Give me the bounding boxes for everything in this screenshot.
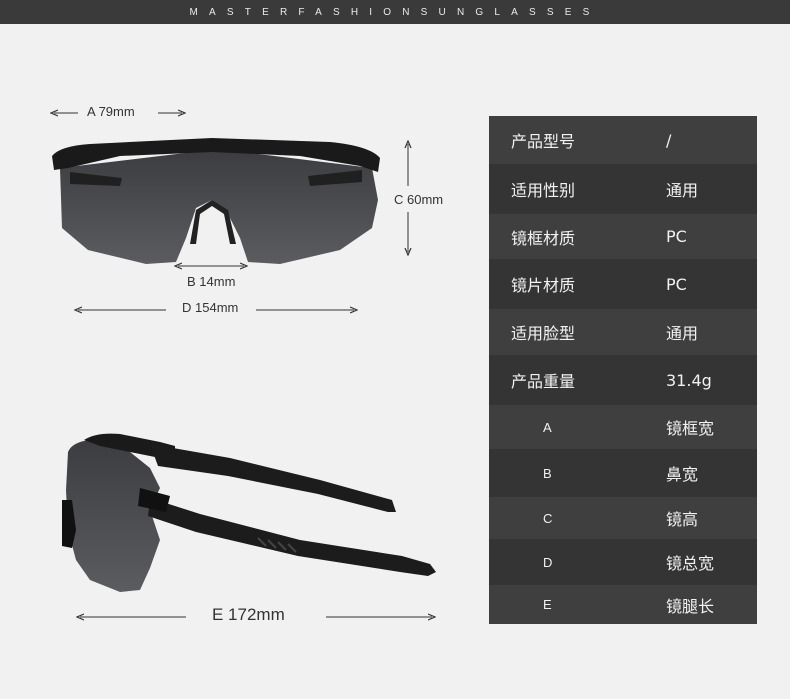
spec-value: 31.4g: [666, 370, 712, 390]
brand-banner: MASTERFASHIONSUNGLASSES: [0, 0, 790, 24]
spec-label: 镜框材质: [511, 228, 576, 248]
spec-label: C: [543, 510, 553, 526]
spec-value: PC: [666, 227, 687, 246]
spec-label: D: [543, 554, 553, 570]
brand-text: MASTERFASHIONSUNGLASSES: [189, 6, 601, 18]
front-lens: [60, 150, 378, 264]
spec-row-weight: 产品重量 31.4g: [489, 355, 757, 405]
spec-table: 产品型号 / 适用性别 通用 镜框材质 PC 镜片材质 PC 适用脸型 通用 产…: [489, 116, 757, 624]
spec-row-b: B 鼻宽: [489, 449, 757, 497]
spec-value: 镜高: [666, 510, 699, 529]
front-dimension-lines: [54, 113, 408, 310]
spec-value: 镜腿长: [666, 596, 715, 616]
spec-label: 产品重量: [511, 372, 576, 391]
front-frame: [52, 138, 380, 172]
dimension-c-label: C 60mm: [392, 192, 446, 207]
spec-row-lens-material: 镜片材质 PC: [489, 259, 757, 309]
spec-row-d: D 镜总宽: [489, 539, 757, 585]
spec-value: PC: [666, 274, 687, 294]
spec-label: 镜片材质: [511, 276, 576, 295]
spec-row-face-shape: 适用脸型 通用: [489, 309, 757, 355]
side-temple-arm: [148, 498, 436, 576]
side-lens: [66, 440, 160, 592]
sunglasses-side-illustration: [62, 433, 436, 592]
spec-row-model: 产品型号 /: [489, 116, 757, 164]
dimension-b-label: B 14mm: [185, 274, 238, 289]
spec-label: A: [543, 419, 552, 435]
spec-value: 镜框宽: [666, 419, 715, 438]
dimension-a-label: A 79mm: [85, 104, 137, 119]
spec-row-c: C 镜高: [489, 497, 757, 539]
spec-row-frame-material: 镜框材质 PC: [489, 214, 757, 259]
spec-label: E: [543, 597, 552, 612]
spec-value: 鼻宽: [666, 465, 699, 484]
dimension-d-label: D 154mm: [180, 300, 241, 315]
spec-value: 镜总宽: [666, 554, 715, 573]
spec-label: 适用脸型: [511, 324, 576, 343]
spec-label: B: [543, 465, 552, 481]
spec-row-gender: 适用性别 通用: [489, 164, 757, 214]
spec-label: 适用性别: [511, 181, 576, 200]
spec-label: 产品型号: [511, 132, 576, 151]
spec-row-e: E 镜腿长: [489, 585, 757, 624]
spec-value: /: [666, 130, 672, 150]
spec-value: 通用: [666, 181, 699, 200]
side-upper-arm: [150, 444, 396, 512]
spec-value: 通用: [666, 324, 699, 343]
dimension-e-label: E 172mm: [210, 605, 287, 625]
sunglasses-front-illustration: [52, 138, 380, 264]
spec-row-a: A 镜框宽: [489, 405, 757, 449]
